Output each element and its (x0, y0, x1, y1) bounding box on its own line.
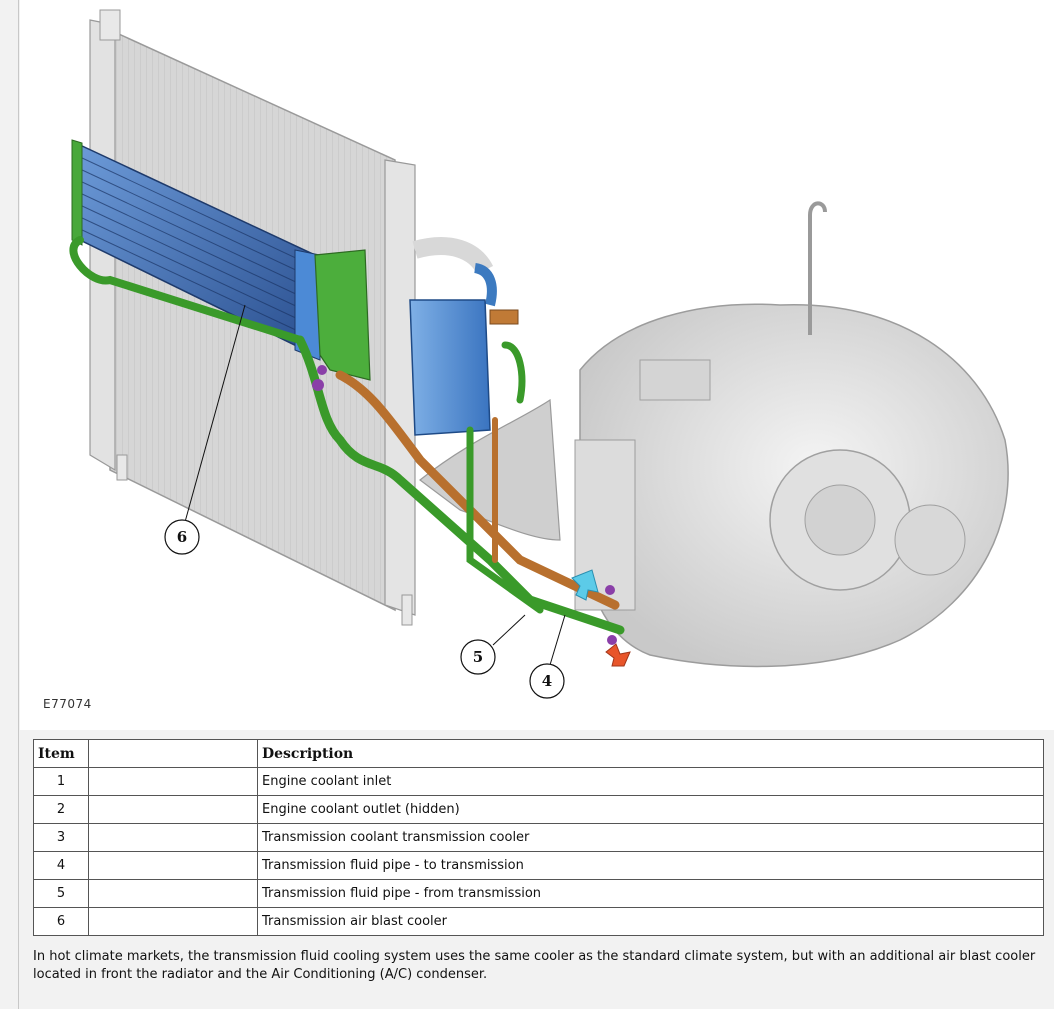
callout-5: 5 (460, 639, 496, 675)
blank-cell (88, 907, 258, 936)
callout-5-leader (492, 614, 526, 646)
column-header-item: Item (33, 739, 89, 768)
air-blast-cooler (71, 139, 321, 361)
pipe-from-transmission (295, 335, 625, 635)
column-header-description: Description (257, 739, 1044, 768)
item-number: 3 (33, 823, 89, 852)
fluid-pipes (69, 236, 625, 635)
item-description: Transmission fluid pipe - from transmiss… (257, 879, 1044, 908)
item-description: Engine coolant inlet (257, 767, 1044, 796)
blank-cell (88, 879, 258, 908)
flow-out-arrow-icon (605, 643, 631, 667)
item-description: Engine coolant outlet (hidden) (257, 795, 1044, 824)
table-row: 3 Transmission coolant transmission cool… (33, 823, 1044, 852)
blank-cell (88, 851, 258, 880)
item-number: 5 (33, 879, 89, 908)
table-row: 4 Transmission fluid pipe - to transmiss… (33, 851, 1044, 880)
item-description: Transmission air blast cooler (257, 907, 1044, 936)
clip (607, 635, 617, 645)
page-left-border (18, 0, 19, 1009)
flow-in-arrow-icon (571, 569, 599, 601)
callout-4-leader (549, 614, 566, 666)
item-description: Transmission fluid pipe - to transmissio… (257, 851, 1044, 880)
blank-cell (88, 823, 258, 852)
callout-6: 6 (164, 519, 200, 555)
clip (605, 585, 615, 595)
transmission-housing (574, 201, 1009, 668)
item-number: 2 (33, 795, 89, 824)
table-row: 2 Engine coolant outlet (hidden) (33, 795, 1044, 824)
coolant-inlet-pipe (473, 263, 497, 307)
table-row: 1 Engine coolant inlet (33, 767, 1044, 796)
blank-cell (88, 795, 258, 824)
table-header-row: Item Description (33, 739, 1044, 768)
blank-cell (88, 767, 258, 796)
transmission-coolant-cooler (409, 299, 519, 436)
item-number: 4 (33, 851, 89, 880)
clip (317, 365, 327, 375)
callout-4: 4 (529, 663, 565, 699)
svg-text:6: 6 (177, 528, 187, 546)
column-header-blank (88, 739, 258, 768)
item-description-table: Item Description 1 Engine coolant inlet … (33, 739, 1044, 936)
figure-id: E77074 (43, 697, 92, 711)
technical-illustration: 6 5 4 E77074 (20, 0, 1054, 730)
table-row: 6 Transmission air blast cooler (33, 907, 1044, 936)
air-duct (419, 398, 561, 541)
item-description: Transmission coolant transmission cooler (257, 823, 1044, 852)
callout-6-leader (184, 304, 246, 523)
table-row: 5 Transmission fluid pipe - from transmi… (33, 879, 1044, 908)
clip (312, 379, 324, 391)
upper-hose (412, 237, 494, 275)
mounting-bracket (314, 249, 371, 381)
svg-text:5: 5 (473, 648, 483, 666)
cooling-system-drawing: 6 5 4 (69, 9, 1009, 699)
explanatory-note: In hot climate markets, the transmission… (33, 949, 1036, 982)
svg-text:4: 4 (542, 672, 552, 690)
item-number: 6 (33, 907, 89, 936)
item-number: 1 (33, 767, 89, 796)
pipe-to-transmission (335, 370, 620, 610)
